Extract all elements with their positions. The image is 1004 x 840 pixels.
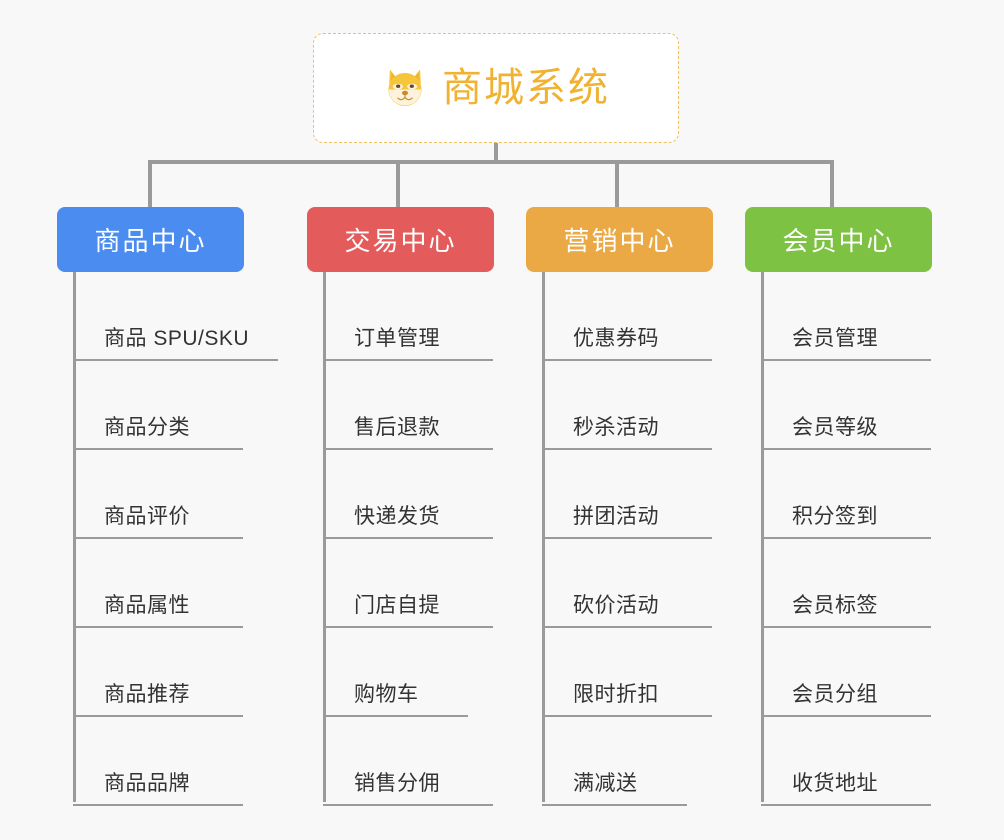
connector-drop-1	[148, 160, 152, 207]
leaf-underline	[542, 626, 712, 628]
leaf-item[interactable]: 拼团活动	[542, 450, 712, 539]
leaf-label: 门店自提	[354, 594, 440, 617]
leaf-item[interactable]: 限时折扣	[542, 628, 712, 717]
leaf-label: 砍价活动	[573, 594, 659, 617]
leaf-underline	[323, 626, 493, 628]
leaf-label: 满减送	[573, 772, 638, 795]
leaf-label: 拼团活动	[573, 505, 659, 528]
leaf-item[interactable]: 积分签到	[761, 450, 931, 539]
leaf-item[interactable]: 销售分佣	[323, 717, 493, 806]
category-box-4[interactable]: 会员中心	[745, 207, 932, 272]
leaf-label: 商品评价	[104, 505, 190, 528]
root-node-label: 商城系统	[442, 66, 610, 110]
leaf-item[interactable]: 优惠券码	[542, 272, 712, 361]
leaf-column-4: 会员管理 会员等级 积分签到 会员标签 会员分组 收货地址	[761, 272, 931, 806]
leaf-underline	[761, 359, 931, 361]
root-node-shop-system[interactable]: 商城系统	[313, 33, 679, 143]
leaf-label: 商品属性	[104, 594, 190, 617]
leaf-label: 售后退款	[354, 416, 440, 439]
leaf-item[interactable]: 售后退款	[323, 361, 493, 450]
category-box-3[interactable]: 营销中心	[526, 207, 713, 272]
leaf-underline	[73, 804, 243, 806]
leaf-underline	[761, 804, 931, 806]
leaf-item[interactable]: 门店自提	[323, 539, 493, 628]
leaf-underline	[542, 804, 687, 806]
leaf-label: 收货地址	[792, 772, 878, 795]
leaf-underline	[73, 448, 243, 450]
leaf-item[interactable]: 商品评价	[73, 450, 243, 539]
leaf-underline	[323, 537, 493, 539]
leaf-label: 商品分类	[104, 416, 190, 439]
leaf-item[interactable]: 会员分组	[761, 628, 931, 717]
leaf-column-2: 订单管理 售后退款 快递发货 门店自提 购物车 销售分佣	[323, 272, 493, 806]
leaf-label: 订单管理	[354, 327, 440, 350]
leaf-item[interactable]: 会员标签	[761, 539, 931, 628]
leaf-underline	[323, 359, 493, 361]
leaf-label: 商品品牌	[104, 772, 190, 795]
leaf-underline	[761, 537, 931, 539]
leaf-underline	[542, 537, 712, 539]
leaf-item[interactable]: 商品品牌	[73, 717, 243, 806]
leaf-item[interactable]: 快递发货	[323, 450, 493, 539]
connector-drop-2	[396, 160, 400, 207]
leaf-item[interactable]: 商品分类	[73, 361, 243, 450]
leaf-underline	[73, 626, 243, 628]
category-label-1: 商品中心	[94, 226, 207, 256]
category-box-2[interactable]: 交易中心	[307, 207, 494, 272]
leaf-item[interactable]: 满减送	[542, 717, 687, 806]
leaf-underline	[73, 537, 243, 539]
leaf-column-1: 商品 SPU/SKU 商品分类 商品评价 商品属性 商品推荐 商品品牌	[73, 272, 278, 806]
leaf-label: 会员分组	[792, 683, 878, 706]
connector-drop-3	[615, 160, 619, 207]
category-label-2: 交易中心	[344, 226, 457, 256]
leaf-item[interactable]: 会员管理	[761, 272, 931, 361]
leaf-underline	[323, 715, 468, 717]
leaf-item[interactable]: 商品属性	[73, 539, 243, 628]
leaf-label: 优惠券码	[573, 327, 659, 350]
leaf-underline	[542, 448, 712, 450]
leaf-item[interactable]: 砍价活动	[542, 539, 712, 628]
leaf-underline	[73, 715, 243, 717]
leaf-item[interactable]: 会员等级	[761, 361, 931, 450]
leaf-item[interactable]: 购物车	[323, 628, 468, 717]
connector-root-stem	[494, 143, 498, 163]
leaf-column-3: 优惠券码 秒杀活动 拼团活动 砍价活动 限时折扣 满减送	[542, 272, 712, 806]
leaf-underline	[761, 715, 931, 717]
leaf-label: 商品推荐	[104, 683, 190, 706]
category-label-4: 会员中心	[782, 226, 895, 256]
leaf-underline	[542, 715, 712, 717]
leaf-label: 秒杀活动	[573, 416, 659, 439]
leaf-label: 购物车	[354, 683, 419, 706]
leaf-label: 积分签到	[792, 505, 878, 528]
leaf-underline	[323, 448, 493, 450]
leaf-label: 会员管理	[792, 327, 878, 350]
leaf-label: 商品 SPU/SKU	[104, 327, 250, 350]
leaf-item[interactable]: 商品 SPU/SKU	[73, 272, 278, 361]
leaf-label: 会员等级	[792, 416, 878, 439]
leaf-label: 快递发货	[354, 505, 440, 528]
leaf-underline	[323, 804, 493, 806]
leaf-underline	[73, 359, 278, 361]
leaf-underline	[761, 448, 931, 450]
leaf-label: 销售分佣	[354, 772, 440, 795]
leaf-label: 限时折扣	[573, 683, 659, 706]
leaf-item[interactable]: 收货地址	[761, 717, 931, 806]
category-label-3: 营销中心	[563, 226, 676, 256]
connector-horizontal-bus	[148, 160, 834, 164]
leaf-item[interactable]: 商品推荐	[73, 628, 243, 717]
shiba-dog-icon	[388, 69, 422, 106]
leaf-underline	[542, 359, 712, 361]
connector-drop-4	[830, 160, 834, 207]
category-box-1[interactable]: 商品中心	[57, 207, 244, 272]
leaf-item[interactable]: 秒杀活动	[542, 361, 712, 450]
leaf-underline	[761, 626, 931, 628]
leaf-label: 会员标签	[792, 594, 878, 617]
leaf-item[interactable]: 订单管理	[323, 272, 493, 361]
